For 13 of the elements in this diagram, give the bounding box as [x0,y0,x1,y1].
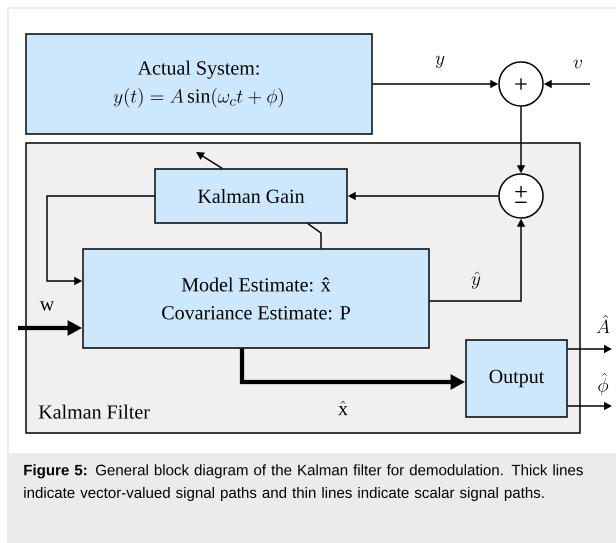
output-box: Output [465,339,568,418]
estimate-box: Model Estimate: x̂ Covariance Estimate: P [82,248,430,349]
edge-label: $\hat{y}$ [472,271,480,289]
edge-label: $\hat{\phi}$ [598,372,608,396]
edge-label: $\hat{A}$ [596,314,610,334]
caption: Figure 5: General block diagram of the Kalman filter for demodulation. Thick lines indicate vector-valued signal paths and thin lines indicate scalar signal paths. [24,464,583,501]
edge-label: $\hat{\mathrm{x}}$ [338,400,348,416]
system-box: Actual System: $y(t) = A\sin(\omega_c t + \phi)$ [25,33,373,135]
signal-line [308,223,322,248]
edge-label: $y$ [436,56,444,68]
gain-box: Kalman Gain [154,168,348,224]
edge-label: $v$ [574,60,582,68]
edge-label: $\mathrm{w}$ [40,301,54,311]
